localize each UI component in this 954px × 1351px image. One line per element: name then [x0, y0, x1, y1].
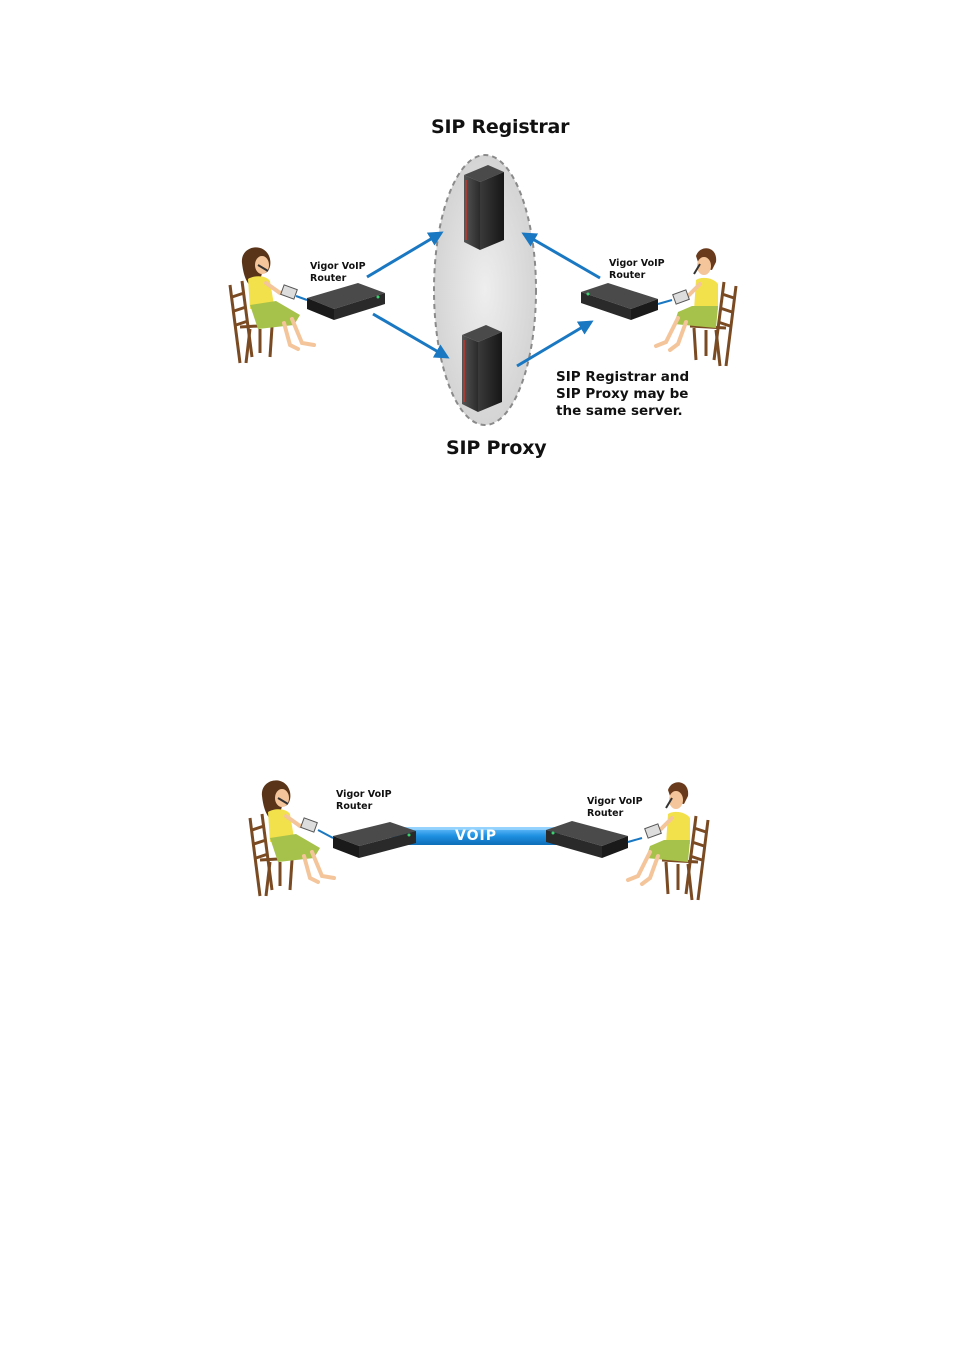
proxy-title: SIP Proxy: [446, 437, 547, 459]
left-woman-caller-icon: [228, 247, 316, 364]
bottom-left-router-icon: [317, 822, 416, 858]
arrows: [366, 231, 601, 368]
server-cluster: [433, 154, 537, 426]
bottom-right-router-icon: [546, 821, 643, 858]
voip-diagram: VOIP Vigor VoIP Router Vigor VoIP Router: [0, 760, 954, 930]
right-router-label: Vigor VoIP Router: [609, 258, 665, 281]
arrow-right-to-registrar: [521, 232, 601, 280]
bottom-left-woman-caller-icon: [248, 780, 336, 897]
proxy-server-icon: [462, 325, 502, 412]
sip-diagram-graphics: [228, 154, 738, 426]
bottom-right-man-caller-icon: [626, 782, 710, 901]
bottom-right-router-label: Vigor VoIP Router: [587, 796, 643, 819]
registrar-server-icon: [464, 165, 504, 250]
left-router-icon: [295, 283, 385, 320]
sip-diagram: SIP Registrar SIP Proxy Vigor VoIP Route…: [0, 0, 954, 480]
left-router-label: Vigor VoIP Router: [310, 261, 366, 284]
bottom-left-router-label: Vigor VoIP Router: [336, 789, 392, 812]
voip-diagram-graphics: [248, 780, 710, 901]
arrow-left-to-proxy: [372, 312, 450, 359]
server-note: SIP Registrar and SIP Proxy may be the s…: [556, 369, 690, 419]
right-man-caller-icon: [654, 248, 738, 367]
arrow-left-to-registrar: [366, 231, 444, 279]
voip-link-bar: [392, 827, 560, 845]
right-router-icon: [581, 283, 673, 320]
arrow-proxy-to-right: [516, 320, 594, 368]
registrar-title: SIP Registrar: [431, 116, 570, 138]
voip-link-label: VOIP: [455, 828, 497, 844]
